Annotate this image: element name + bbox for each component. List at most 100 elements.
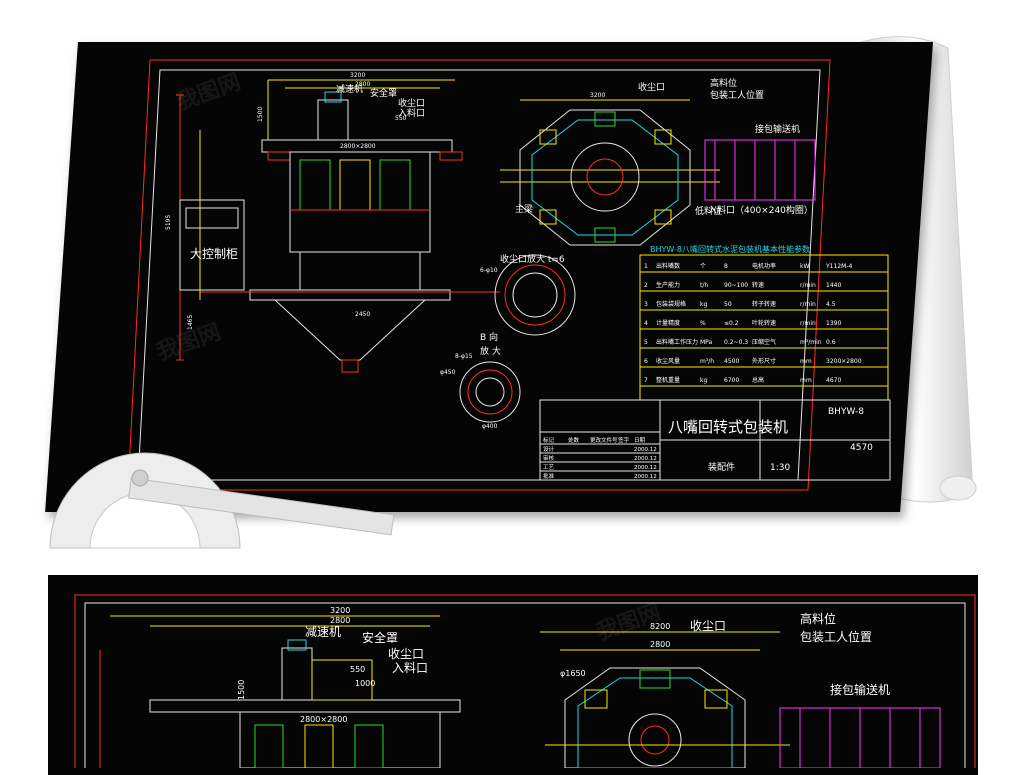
params-cell: 6 [644,358,648,365]
params-cell: 1 [644,263,648,270]
title-block-cell: 批准 [543,472,555,480]
protractor-tool [49,452,395,549]
params-cell: Y112M-4 [825,263,852,270]
bottom-inner-frame [84,602,966,768]
params-title: BHYW-8八嘴回转式水泥包装机基本性能参数 [650,244,810,254]
params-cell: 6700 [724,377,739,384]
params-cell: 90~100 [724,282,748,289]
front-elevation-view: 3200 2800 2800×2800 2450 5195 1465 1500 … [165,72,500,373]
params-cell: 7 [644,377,648,384]
params-cell: 4 [644,320,648,327]
params-cell: 生产能力 [656,281,680,289]
title-block-cell: 2000.12 [634,474,657,480]
params-cell: 叶轮转速 [752,319,776,327]
params-cell: 4500 [724,358,739,365]
title-block: 八嘴回转式包装机 BHYW-8 装配件 1:30 4570 标记处数更改文件号签… [539,399,891,481]
params-cell: 5 [644,339,648,346]
label-main-beam: 主梁 [515,203,533,215]
title-block-cell: 设计 [543,445,555,453]
bottom-outer-frame [74,594,976,768]
label-control-cabinet: 大控制柜 [190,247,238,261]
params-cell: kg [700,301,707,308]
params-cell: 3200×2800 [826,358,862,365]
params-cell: 1440 [826,282,841,289]
params-cell: mm [800,358,812,365]
label-bolt-6: 6-φ10 [480,267,498,274]
sheet-type: 装配件 [708,461,735,473]
title-block-cell: 处数 [568,436,580,444]
params-cell: % [700,320,706,327]
params-cell: r/min [800,301,816,308]
params-cell: kW [800,263,809,270]
params-cell: m³/h [700,358,714,365]
title-block-cell: 工艺 [543,464,555,471]
label-low-level: 低料位 [695,205,722,217]
params-cell: 电机功率 [752,262,776,270]
bottom-dim-2800x2800: 2800×2800 [300,715,347,724]
label-feed-opening: 入料口（400×240构圈） [708,204,813,216]
label-high-level: 高料位 [710,77,737,89]
label-b-view: B 向 [480,331,498,343]
dim-1465: 1465 [187,315,194,330]
label-phi-450: φ450 [440,369,456,376]
params-cell: t/h [700,282,708,289]
dim-3200: 3200 [350,72,365,79]
label-conveyor: 接包输送机 [755,123,800,135]
params-cell: 出料嘴数 [656,262,680,270]
label-b-enlarge: 放 大 [480,345,501,357]
params-cell: 出料嘴工作压力 [656,338,698,346]
dim-2800: 2800 [355,81,370,88]
params-cell: 1390 [826,320,841,327]
params-cell: 收尘风量 [656,357,680,365]
params-cell: r/min [800,282,816,289]
params-cell: 0.6 [826,339,836,346]
params-cell: MPa [700,339,713,346]
conveyor-drawing: 接包输送机 [704,123,816,201]
params-cell: 8 [724,263,728,270]
params-cell: 总高 [752,376,764,384]
bottom-label-packer-position: 包装工人位置 [800,629,872,644]
params-cell: 包装袋规格 [656,300,686,308]
params-cell: 2 [644,282,648,289]
bottom-conveyor-drawing [779,707,941,768]
outer-frame [127,59,831,491]
weight: 4570 [850,443,873,453]
title-block-cell: 签字 [618,436,630,444]
bottom-label-reducer: 减速机 [305,625,341,639]
bottom-dim-2800-plan: 2800 [650,640,670,649]
bottom-dim-2800: 2800 [330,616,350,625]
params-cell: 4.5 [826,301,836,308]
label-feed-port: 入料口 [398,107,425,119]
title-block-cell: 2000.12 [634,447,657,453]
product-name: 八嘴回转式包装机 [668,418,788,436]
dim-2450: 2450 [355,311,370,318]
params-cell: 个 [700,263,706,270]
scale: 1:30 [770,463,790,473]
label-reducer: 减速机 [336,83,363,95]
bottom-label-conveyor: 接包输送机 [830,682,890,697]
params-cell: kg [700,377,707,384]
title-block-cell: 2000.12 [634,456,657,462]
control-cabinet: 大控制柜 [179,199,245,291]
b-view-detail: B 向 放 大 8-φ15 φ450 φ400 [440,331,521,430]
params-cell: 压缩空气 [752,338,776,346]
watermark-4: 我图网 [594,600,665,646]
bottom-dim-8200: 8200 [650,622,670,631]
label-dust-port: 收尘口 [398,97,425,109]
params-cell: 50 [724,301,732,308]
params-cell: 计量精度 [656,319,680,327]
bottom-label-dust-port: 收尘口 [388,647,424,661]
parameters-table: BHYW-8八嘴回转式水泥包装机基本性能参数 1 出料嘴数 个 8 电机功率 kW Y112… [639,244,889,401]
dim-2800x2800: 2800×2800 [340,143,376,150]
label-packer-position: 包装工人位置 [710,89,764,101]
label-safety-cover: 安全罩 [370,87,397,99]
dim-1500: 1500 [257,107,264,122]
label-bolt-8: 8-φ15 [455,353,473,360]
bottom-drawing-sheet [48,575,978,775]
title-block-cell: 标记 [543,436,555,444]
bottom-elevation-view: 3200 2800 2800×2800 550 1500 1000 减速机 安全… [99,606,461,768]
bottom-label-high-level: 高料位 [800,611,836,626]
params-cell: 转子转速 [752,300,776,308]
